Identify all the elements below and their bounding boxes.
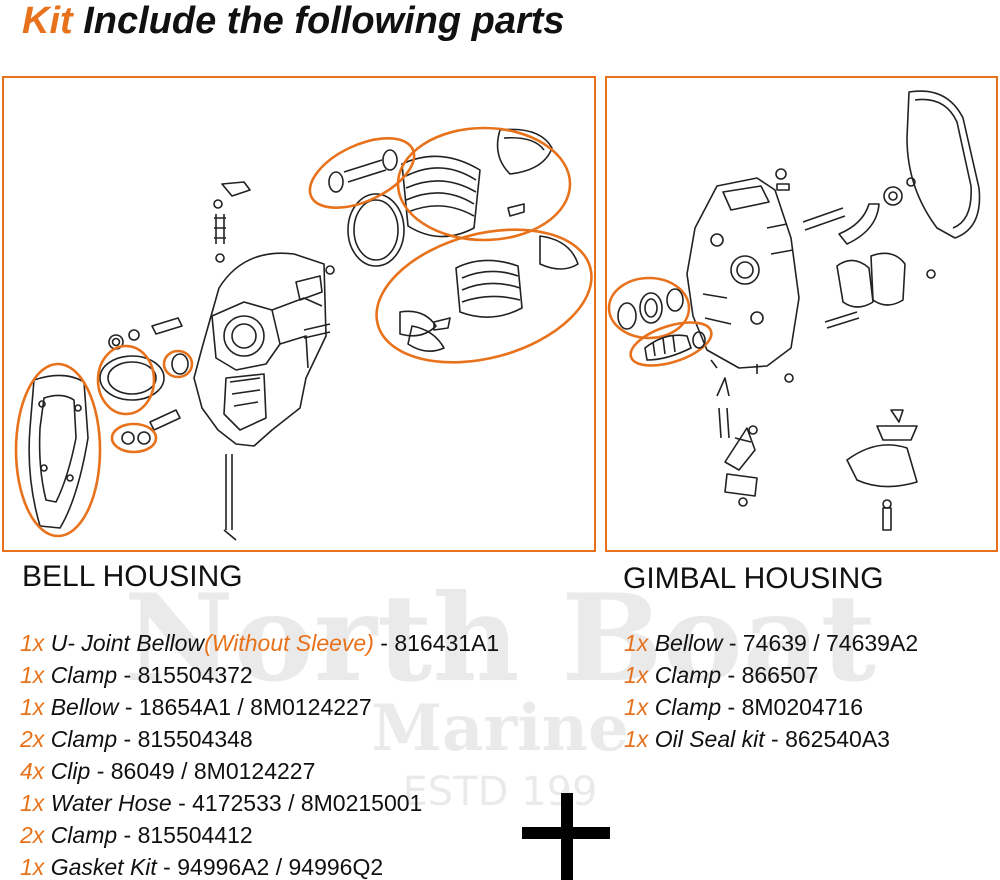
gimbal-housing-diagram bbox=[607, 90, 981, 531]
gasket bbox=[28, 374, 89, 529]
bellow bbox=[455, 259, 523, 318]
list-item: 2x Clamp - 815504348 bbox=[20, 726, 253, 752]
heading-rest: Include the following parts bbox=[83, 0, 565, 42]
list-item: 1x Bellow - 74639 / 74639A2 bbox=[624, 630, 919, 656]
gimbal-housing-parts-list: 1x Bellow - 74639 / 74639A2 1x Clamp - 8… bbox=[624, 627, 918, 755]
gimbal-gasket bbox=[906, 90, 981, 239]
list-item: 1x U- Joint Bellow(Without Sleeve) - 816… bbox=[20, 630, 500, 656]
gimbal-housing-title: GIMBAL HOUSING bbox=[623, 562, 884, 595]
gimbal-housing-diagram-panel bbox=[605, 76, 998, 552]
bell-housing-diagram bbox=[14, 126, 593, 541]
list-item: 1x Clamp - 866507 bbox=[624, 662, 819, 688]
plus-icon bbox=[522, 793, 610, 880]
list-item: 1x Water Hose - 4172533 / 8M0215001 bbox=[20, 790, 423, 816]
bell-housing-body bbox=[193, 252, 327, 447]
list-item: 1x Clamp - 8M0204716 bbox=[624, 694, 864, 720]
u-joint-bellow bbox=[401, 155, 481, 238]
gimbal-housing-body bbox=[686, 177, 800, 369]
heading-kit: Kit bbox=[22, 0, 73, 42]
list-item: 1x Clamp - 815504372 bbox=[20, 662, 253, 688]
bell-housing-diagram-panel bbox=[2, 76, 596, 552]
bell-housing-title: BELL HOUSING bbox=[22, 560, 243, 593]
list-item: 4x Clip - 86049 / 8M0124227 bbox=[20, 758, 316, 784]
page-heading: Kit Include the following parts bbox=[22, 0, 565, 42]
list-item: 1x Oil Seal kit - 862540A3 bbox=[624, 726, 890, 752]
list-item: 1x Bellow - 18654A1 / 8M0124227 bbox=[20, 694, 372, 720]
list-item: 1x Gasket Kit - 94996A2 / 94996Q2 bbox=[20, 854, 384, 880]
bell-housing-parts-list: 1x U- Joint Bellow(Without Sleeve) - 816… bbox=[20, 627, 499, 880]
list-item: 2x Clamp - 815504412 bbox=[20, 822, 253, 848]
